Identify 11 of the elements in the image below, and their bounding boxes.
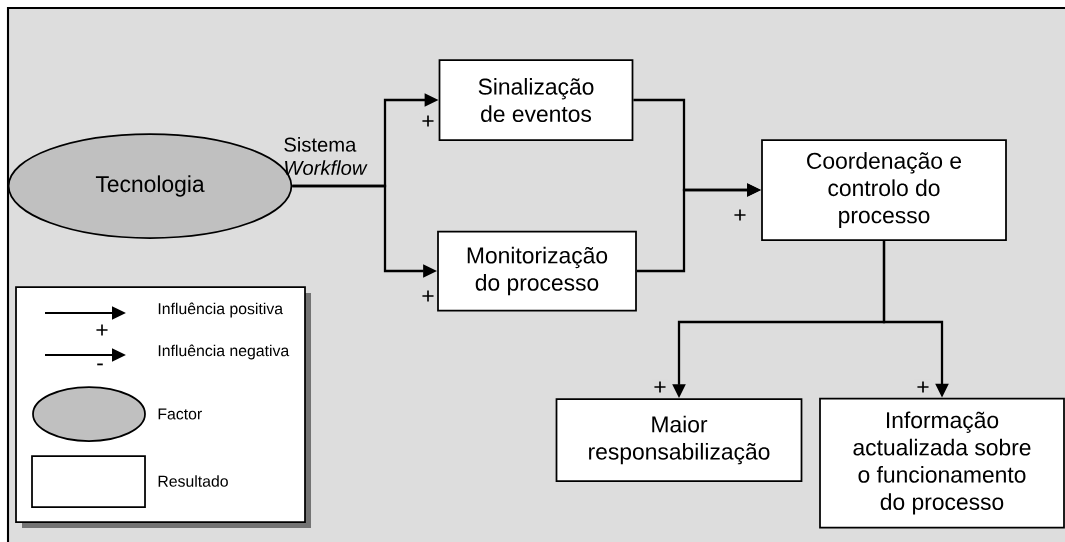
result-box: Sinalização de eventos [438, 59, 634, 141]
sign-symbol: + [96, 324, 108, 336]
legend-label: Resultado [158, 475, 228, 487]
result-box: Maior responsabilização [555, 398, 803, 482]
legend-label: Influência negativa [158, 344, 290, 360]
legend-label: Influência positiva [158, 302, 284, 318]
result-box: Coordenação e controlo do processo [761, 139, 1007, 241]
result-box: Informação actualizada sobre o funcionamento do processo [819, 397, 1065, 529]
legend-label: Factor [158, 408, 202, 420]
sign-symbol: - [97, 363, 103, 366]
result-box: Monitorização do processo [437, 230, 637, 312]
